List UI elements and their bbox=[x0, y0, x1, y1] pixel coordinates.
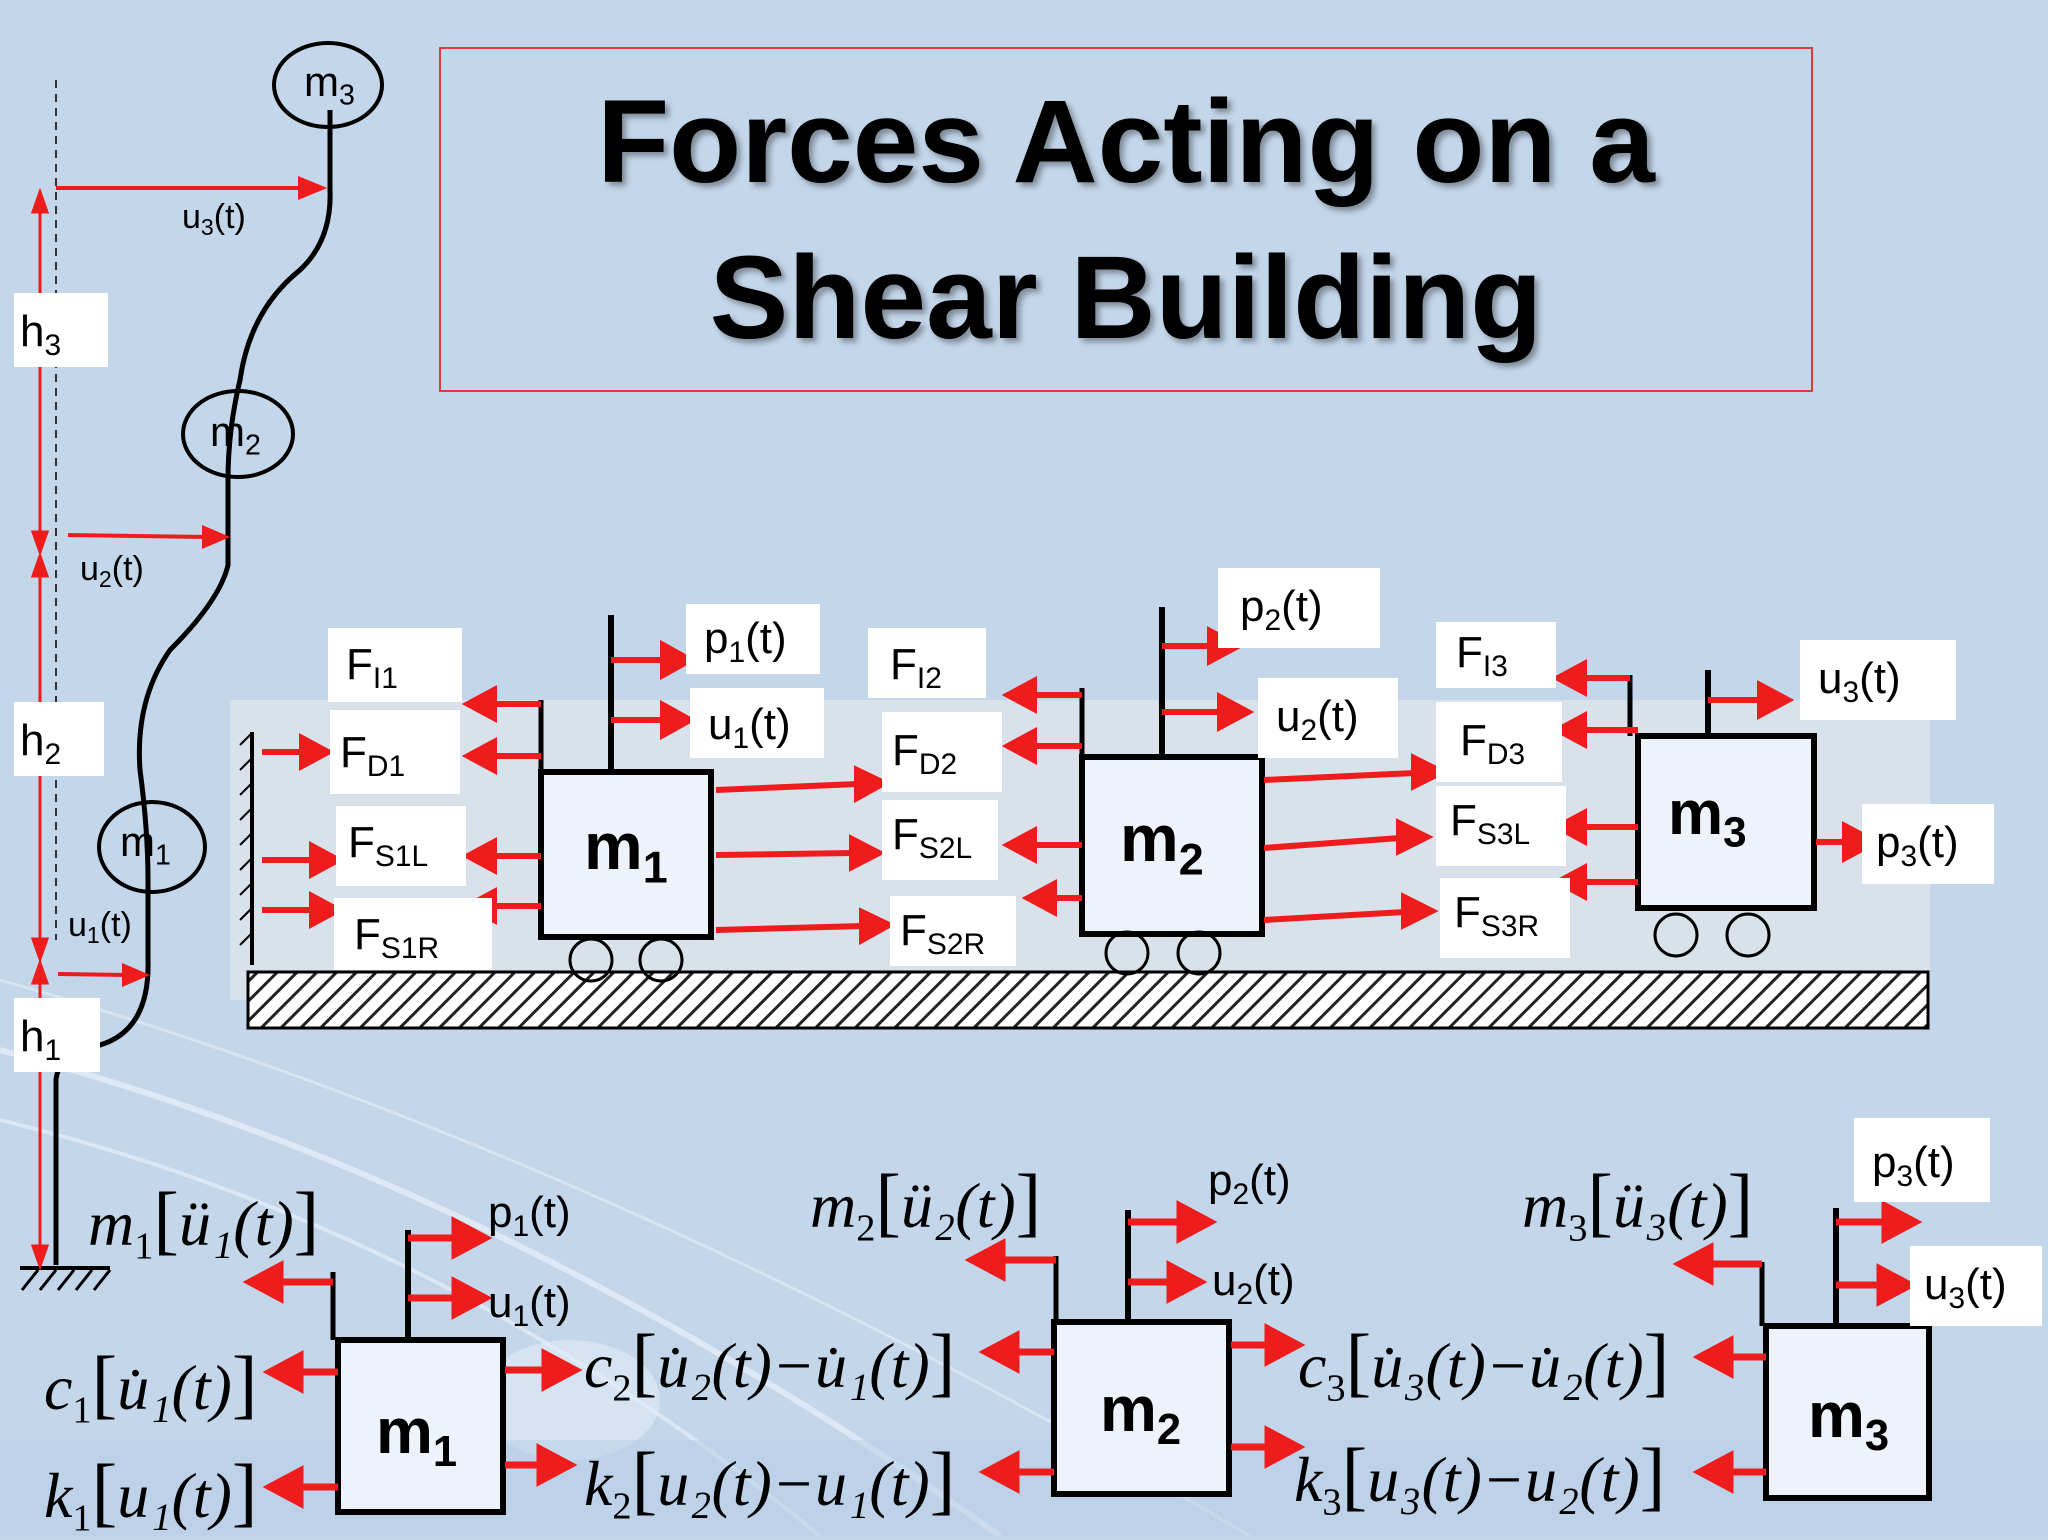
title-line-2: Shear Building bbox=[709, 231, 1543, 364]
bottom-load-u1: u1(t) bbox=[488, 1278, 571, 1333]
force-label-FD3: FD3 bbox=[1436, 702, 1562, 782]
left-mass-label-m2: m2 bbox=[210, 408, 261, 462]
middle-diagram bbox=[230, 607, 1930, 1030]
force-label-u2: u2(t) bbox=[1258, 678, 1398, 758]
force-label-FS1R: FS1R bbox=[334, 898, 492, 970]
mass-circle-m2 bbox=[181, 389, 295, 479]
equation-spring-3: k3[u₃(t)−u₂(t)] bbox=[1294, 1433, 1666, 1524]
height-dimensions bbox=[30, 187, 50, 1271]
wheel bbox=[638, 937, 684, 983]
force-label-FS3R: FS3R bbox=[1440, 878, 1570, 958]
equation-damping-3: c3[u̇₃(t)−u̇₂(t)] bbox=[1298, 1319, 1670, 1410]
wall-hatch bbox=[239, 732, 253, 946]
force-label-FS2L: FS2L bbox=[882, 800, 998, 880]
equation-inertia-1: m1[ü₁(t)] bbox=[88, 1177, 320, 1268]
force-label-u1: u1(t) bbox=[690, 688, 824, 758]
bottom-mass-block-3 bbox=[1763, 1323, 1932, 1501]
left-frame bbox=[20, 41, 384, 1291]
bottom-mass-block-2 bbox=[1051, 1319, 1232, 1497]
wheel bbox=[1104, 930, 1150, 976]
force-label-FI2: FI2 bbox=[868, 628, 986, 698]
middle-mass-label-2: m2 bbox=[1120, 801, 1204, 885]
mass-circle-m3 bbox=[272, 41, 384, 129]
displacement-arrows bbox=[56, 176, 328, 988]
equation-damping-2: c2[u̇₂(t)−u̇₁(t)] bbox=[584, 1319, 956, 1410]
middle-mass-block-3 bbox=[1635, 733, 1817, 911]
title-line-1: Forces Acting on a bbox=[597, 75, 1655, 208]
force-label-u3: u3(t) bbox=[1800, 640, 1956, 720]
force-label-FI1: FI1 bbox=[328, 628, 462, 702]
force-label-FS3L: FS3L bbox=[1436, 786, 1566, 866]
bottom-force-arrows bbox=[242, 1200, 1923, 1509]
force-label-FS1L: FS1L bbox=[336, 806, 466, 886]
wheel bbox=[1176, 930, 1222, 976]
left-displacement-u1: u1(t) bbox=[68, 906, 132, 948]
left-mass-label-m1: m1 bbox=[120, 818, 171, 872]
column-curve bbox=[53, 110, 333, 1265]
force-label-FI3: FI3 bbox=[1436, 622, 1556, 688]
equation-spring-2: k2[u₂(t)−u₁(t)] bbox=[584, 1437, 956, 1528]
left-height-h1: h1 bbox=[14, 998, 100, 1072]
bottom-load-p3: p3(t) bbox=[1854, 1118, 1990, 1202]
bottom-load-p2: p2(t) bbox=[1208, 1156, 1291, 1211]
force-label-p1: p1(t) bbox=[686, 604, 820, 674]
bottom-mass-label-1: m1 bbox=[376, 1395, 458, 1477]
left-displacement-u3: u3(t) bbox=[182, 198, 246, 240]
bottom-diagram bbox=[242, 1200, 1932, 1515]
equation-inertia-3: m3[ü₃(t)] bbox=[1522, 1159, 1754, 1250]
force-label-p2: p2(t) bbox=[1218, 568, 1380, 648]
middle-mass-block-2 bbox=[1079, 754, 1265, 937]
middle-force-arrows bbox=[262, 625, 1882, 946]
equation-inertia-2: m2[ü₂(t)] bbox=[810, 1159, 1042, 1250]
left-mass-label-m3: m3 bbox=[304, 58, 355, 112]
base-hatch bbox=[20, 1269, 112, 1291]
force-label-p3: p3(t) bbox=[1862, 804, 1994, 884]
left-height-h2: h2 bbox=[14, 702, 104, 776]
wheel bbox=[568, 937, 614, 983]
equation-spring-1: k1[u₁(t)] bbox=[44, 1449, 258, 1540]
middle-mass-label-3: m3 bbox=[1668, 779, 1747, 856]
left-displacement-u2: u2(t) bbox=[80, 550, 144, 592]
middle-ground bbox=[246, 970, 1930, 1030]
bottom-mass-label-2: m2 bbox=[1100, 1373, 1182, 1455]
force-label-FD2: FD2 bbox=[882, 712, 1002, 792]
bottom-load-u2: u2(t) bbox=[1212, 1256, 1295, 1311]
force-label-FS2R: FS2R bbox=[890, 896, 1016, 966]
equation-damping-1: c1[u̇₁(t)] bbox=[44, 1341, 258, 1432]
title-box: Forces Acting on a Shear Building bbox=[439, 47, 1813, 392]
left-height-h3: h3 bbox=[14, 293, 108, 367]
wheel bbox=[1653, 912, 1699, 958]
mass-circle-m1 bbox=[97, 800, 207, 894]
bottom-load-p1: p1(t) bbox=[488, 1188, 571, 1243]
wheel bbox=[1725, 912, 1771, 958]
force-label-FD1: FD1 bbox=[330, 710, 460, 794]
middle-mass-label-1: m1 bbox=[584, 809, 668, 893]
bottom-load-u3: u3(t) bbox=[1910, 1246, 2042, 1326]
bottom-mass-block-1 bbox=[335, 1337, 506, 1515]
bottom-mass-label-3: m3 bbox=[1808, 1379, 1890, 1461]
